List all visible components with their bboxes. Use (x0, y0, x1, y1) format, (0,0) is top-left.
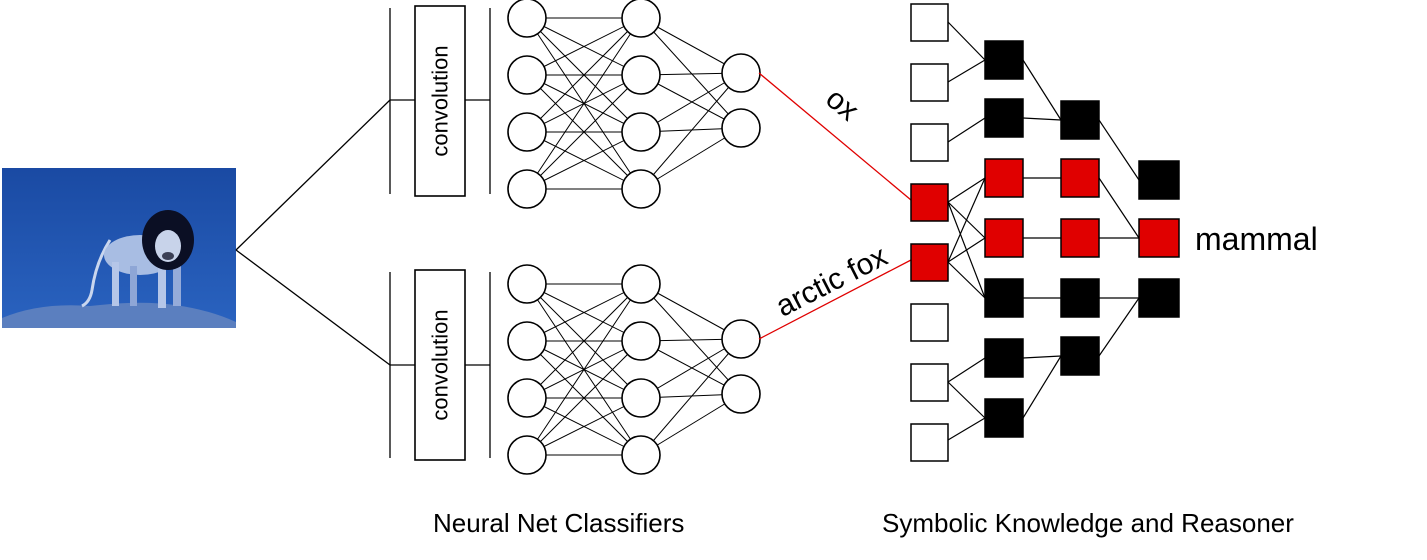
neuron-connection (526, 283, 642, 342)
concept-node (1060, 278, 1100, 318)
concept-node-empty (910, 63, 949, 102)
neuron-node (621, 55, 661, 95)
ox-link (758, 72, 912, 201)
convolution-box-bottom (414, 269, 466, 461)
symbolic-caption: Symbolic Knowledge and Reasoner (882, 508, 1294, 538)
neuron-connection (640, 338, 742, 456)
lion-image (2, 168, 236, 328)
neuron-connection (640, 283, 742, 395)
neurons-top (507, 0, 761, 209)
neuron-connection (526, 17, 642, 76)
concept-node-mammal (1138, 218, 1180, 258)
arctic-fox-label: arctic fox (771, 240, 893, 324)
classifier-top: convolution (389, 0, 761, 209)
neuron-connection (526, 283, 642, 456)
concept-node (984, 40, 1024, 80)
classifier-bottom: convolution (389, 264, 761, 475)
convolution-label-top: convolution (428, 45, 453, 156)
concept-node-empty (910, 363, 949, 402)
concept-node-active (984, 218, 1024, 258)
neuron-node (721, 53, 761, 93)
concept-node-active (1060, 218, 1100, 258)
concept-node-empty (910, 3, 949, 42)
neuron-node (621, 378, 661, 418)
convolution-label-bottom: convolution (428, 309, 453, 420)
mammal-label: mammal (1195, 221, 1318, 257)
neurons-bottom (507, 264, 761, 475)
neuron-connection (526, 74, 642, 190)
neuron-node (721, 319, 761, 359)
neuron-node (721, 108, 761, 148)
concept-node (984, 398, 1024, 438)
neuron-node (621, 435, 661, 475)
neuron-connection (640, 72, 742, 190)
neuron-node (621, 0, 661, 38)
neuron-connection (526, 17, 642, 133)
classifier-output-links (758, 72, 912, 340)
concept-node-active (1060, 158, 1100, 198)
neuron-node (507, 55, 547, 95)
neural-net-caption: Neural Net Classifiers (433, 508, 684, 538)
neuron-connection (640, 17, 742, 129)
neuron-connection (526, 17, 642, 190)
neuron-node (507, 0, 547, 38)
concept-node (1138, 278, 1180, 318)
arctic-fox-link (758, 259, 912, 340)
neuron-node (507, 378, 547, 418)
neuron-connection (526, 283, 642, 399)
neuron-node (507, 112, 547, 152)
neuron-node (621, 112, 661, 152)
layer-edges-top (526, 17, 742, 190)
neuron-connection (526, 340, 642, 456)
graph-nodes (910, 3, 1180, 462)
concept-node-ox (910, 183, 949, 222)
concept-node-empty (910, 123, 949, 162)
neuron-node (621, 169, 661, 209)
neuron-node (507, 169, 547, 209)
concept-node (984, 278, 1024, 318)
branch-lines (235, 99, 391, 366)
concept-node (984, 98, 1024, 138)
neuron-node (507, 321, 547, 361)
neuron-node (721, 374, 761, 414)
concept-node-active (984, 158, 1024, 198)
neuron-node (621, 321, 661, 361)
knowledge-graph (910, 3, 1180, 462)
neuron-connection (526, 131, 642, 190)
neuron-connection (526, 397, 642, 456)
concept-node-arctic-fox (910, 243, 949, 282)
concept-node (1138, 160, 1180, 200)
concept-node (1060, 336, 1100, 376)
concept-node-empty (910, 423, 949, 462)
layer-edges-bottom (526, 283, 742, 456)
convolution-box-top (414, 5, 466, 197)
neuron-node (507, 264, 547, 304)
concept-node-empty (910, 303, 949, 342)
graph-edges (947, 21, 1140, 441)
concept-node (984, 338, 1024, 378)
concept-node (1060, 100, 1100, 140)
neuron-node (507, 435, 547, 475)
ox-label: ox (819, 82, 864, 128)
neuron-node (621, 264, 661, 304)
